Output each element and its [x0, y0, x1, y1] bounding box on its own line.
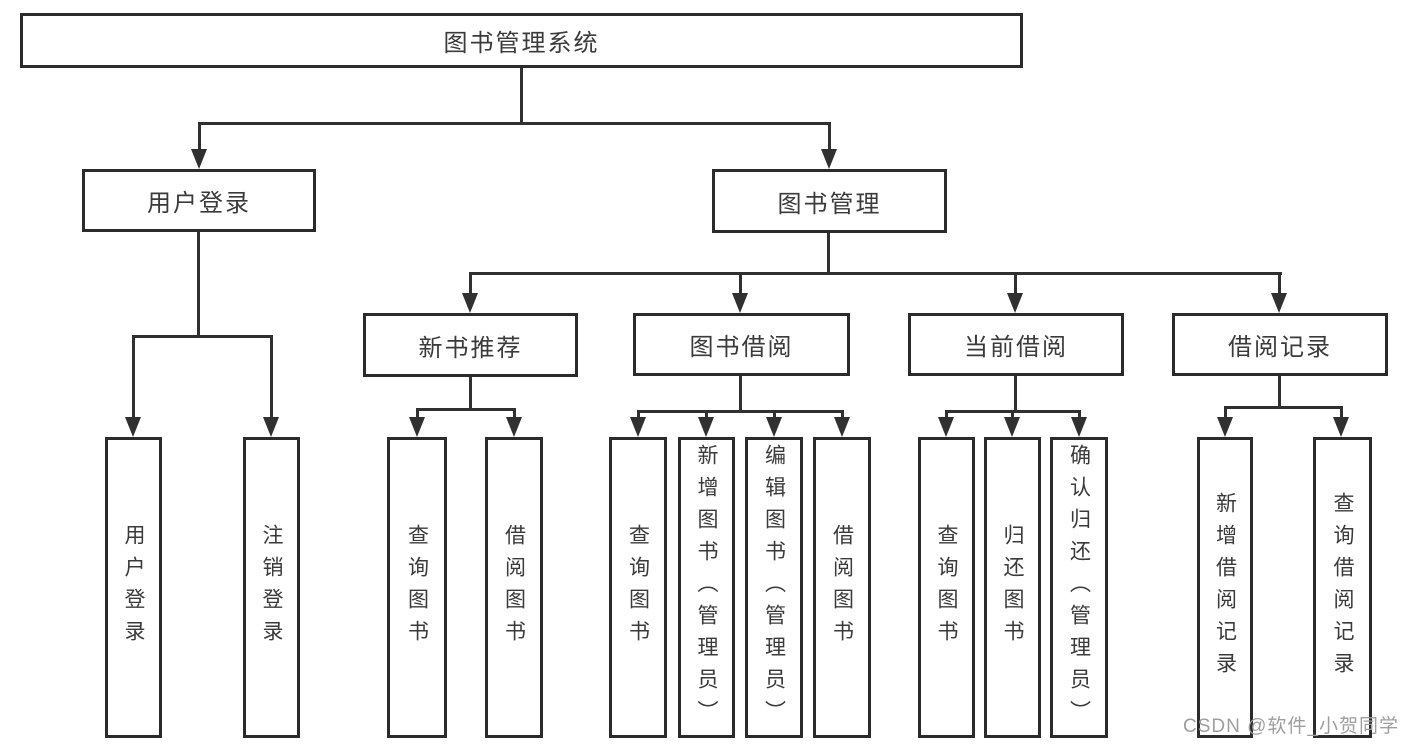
csdn-watermark: CSDN @软件_小贺同学 — [1183, 716, 1399, 737]
arrow-down — [462, 293, 478, 313]
connector-line — [1011, 410, 1014, 422]
leaf-add-borrow-record: 新增借阅记录 — [1197, 437, 1253, 738]
arrow-down — [506, 417, 522, 437]
leaf-user-login-label: 用户登录 — [122, 523, 145, 652]
node-borrow-records-label: 借阅记录 — [1228, 334, 1332, 361]
leaf-confirm-return-admin-label: 确认归还（管理员） — [1067, 443, 1091, 732]
connector-line — [1278, 376, 1281, 408]
arrow-down — [1217, 417, 1233, 437]
arrow-down — [732, 293, 748, 313]
arrow-down — [938, 417, 954, 437]
connector-line — [705, 410, 708, 422]
node-user-login-branch: 用户登录 — [82, 169, 316, 232]
node-book-management: 图书管理 — [712, 169, 947, 233]
leaf-logout: 注销登录 — [243, 437, 300, 738]
connector-line — [1014, 272, 1017, 300]
node-library-system: 图书管理系统 — [20, 13, 1023, 68]
leaf-return-books: 归还图书 — [984, 437, 1041, 738]
leaf-borrow-books-label: 借阅图书 — [830, 523, 854, 652]
connector-line — [1278, 272, 1281, 300]
leaf-logout-label: 注销登录 — [260, 523, 283, 652]
connector-line — [1078, 410, 1081, 422]
arrow-down — [630, 417, 646, 437]
leaf-borrow-query-books-label: 查询图书 — [626, 523, 650, 652]
connector-line — [1224, 406, 1343, 409]
arrow-down — [766, 417, 782, 437]
leaf-add-books-admin: 新增图书（管理员） — [678, 437, 735, 738]
arrow-down — [1271, 293, 1287, 313]
leaf-confirm-return-admin: 确认归还（管理员） — [1050, 437, 1108, 738]
arrow-down — [125, 417, 141, 437]
arrow-down — [409, 417, 425, 437]
leaf-edit-books-admin-label: 编辑图书（管理员） — [762, 443, 786, 732]
connector-line — [841, 410, 844, 422]
connector-line — [773, 410, 776, 422]
leaf-recommend-query-books: 查询图书 — [387, 437, 447, 738]
leaf-query-borrow-record: 查询借阅记录 — [1313, 437, 1372, 738]
connector-line — [198, 122, 201, 156]
connector-line — [1224, 406, 1227, 422]
connector-line — [270, 335, 273, 423]
leaf-return-books-label: 归还图书 — [1001, 523, 1024, 652]
arrow-down — [191, 149, 207, 169]
leaf-recommend-borrow-books: 借阅图书 — [485, 437, 543, 738]
connector-line — [469, 377, 472, 410]
node-current-borrow: 当前借阅 — [908, 313, 1124, 376]
connector-line — [416, 408, 419, 422]
connector-line — [513, 408, 516, 422]
node-new-book-recommend-label: 新书推荐 — [418, 334, 523, 362]
node-new-book-recommend: 新书推荐 — [363, 313, 578, 377]
node-current-borrow-label: 当前借阅 — [964, 334, 1068, 361]
connector-line — [1014, 376, 1017, 412]
arrow-down — [698, 417, 714, 437]
leaf-add-books-admin-label: 新增图书（管理员） — [695, 443, 718, 732]
node-user-login-branch-label: 用户登录 — [147, 190, 251, 217]
connector-line — [739, 272, 742, 300]
leaf-edit-books-admin: 编辑图书（管理员） — [745, 437, 803, 738]
connector-line — [520, 68, 523, 124]
connector-line — [945, 410, 948, 422]
node-book-management-label: 图书管理 — [777, 190, 882, 218]
arrow-down — [1071, 417, 1087, 437]
arrow-down — [1007, 293, 1023, 313]
connector-line — [469, 272, 472, 300]
connector-line — [416, 408, 516, 411]
connector-line — [132, 335, 135, 423]
node-library-system-label: 图书管理系统 — [443, 30, 600, 57]
node-borrow-records: 借阅记录 — [1172, 313, 1388, 376]
leaf-query-borrow-record-label: 查询借阅记录 — [1331, 491, 1354, 684]
leaf-current-query-books-label: 查询图书 — [935, 523, 958, 652]
connector-line — [198, 122, 831, 125]
connector-line — [637, 410, 844, 413]
connector-line — [827, 233, 830, 274]
connector-line — [132, 335, 273, 338]
connector-line — [197, 232, 200, 337]
node-book-borrow-label: 图书借阅 — [689, 334, 794, 361]
connector-line — [1340, 406, 1343, 422]
connector-line — [828, 122, 831, 156]
leaf-current-query-books: 查询图书 — [918, 437, 975, 738]
leaf-user-login: 用户登录 — [105, 437, 162, 738]
arrow-down — [834, 417, 850, 437]
connector-line — [469, 272, 1282, 275]
connector-line — [637, 410, 640, 422]
node-book-borrow: 图书借阅 — [633, 313, 850, 376]
arrow-down — [821, 149, 837, 169]
leaf-add-borrow-record-label: 新增借阅记录 — [1213, 491, 1237, 684]
arrow-down — [1004, 417, 1020, 437]
arrow-down — [263, 417, 279, 437]
arrow-down — [1333, 417, 1349, 437]
leaf-recommend-query-books-label: 查询图书 — [405, 523, 429, 652]
leaf-borrow-query-books: 查询图书 — [609, 437, 667, 738]
leaf-recommend-borrow-books-label: 借阅图书 — [502, 523, 526, 652]
connector-line — [739, 376, 742, 412]
leaf-borrow-books: 借阅图书 — [813, 437, 871, 738]
